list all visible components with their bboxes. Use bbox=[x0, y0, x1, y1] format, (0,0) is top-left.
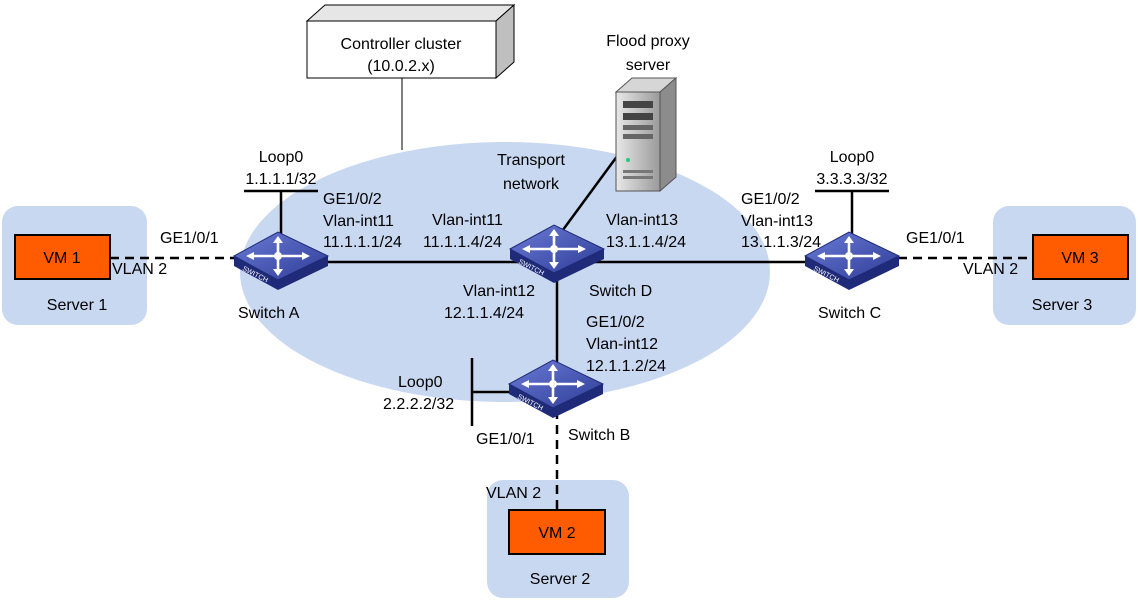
switch-c-uplink-ip: 13.1.1.3/24 bbox=[741, 234, 821, 251]
vm2-box bbox=[508, 509, 606, 555]
switch-d-to-b-ip: 12.1.1.4/24 bbox=[444, 305, 524, 322]
switch-a-loop-ip: 1.1.1.1/32 bbox=[245, 171, 316, 188]
switch-d-to-b-vlanint: Vlan-int12 bbox=[463, 283, 535, 300]
switch-d-to-a-vlanint: Vlan-int11 bbox=[432, 212, 503, 229]
switch-a-uplink-ip: 11.1.1.1/24 bbox=[323, 234, 402, 251]
controller-title: Controller cluster bbox=[341, 36, 463, 53]
switch-d-to-a-ip: 11.1.1.4/24 bbox=[423, 234, 502, 251]
switch-c-access-port: GE1/0/1 bbox=[906, 230, 965, 247]
switch-c-uplink-port: GE1/0/2 bbox=[741, 191, 800, 208]
server3-name: Server 3 bbox=[1032, 297, 1093, 314]
transport-subtitle: network bbox=[503, 176, 560, 193]
vm3-label: VM 3 bbox=[1061, 250, 1098, 267]
switch-a-uplink-port: GE1/0/2 bbox=[323, 191, 382, 208]
server2-name: Server 2 bbox=[530, 571, 591, 588]
switch-b-loop-ip: 2.2.2.2/32 bbox=[383, 396, 454, 413]
switch-d-to-c-ip: 13.1.1.4/24 bbox=[606, 234, 686, 251]
switch-a-access-vlan: VLAN 2 bbox=[112, 261, 167, 278]
flood-proxy-title: Flood proxy bbox=[606, 33, 690, 50]
switch-b-access-port: GE1/0/1 bbox=[476, 431, 535, 448]
transport-network-ellipse bbox=[240, 142, 770, 402]
switch-b-name: Switch B bbox=[568, 427, 630, 444]
switch-c-loop-ip: 3.3.3.3/32 bbox=[816, 171, 887, 188]
vm2-label: VM 2 bbox=[538, 525, 575, 542]
switch-c-access-vlan: VLAN 2 bbox=[963, 261, 1018, 278]
switch-b-uplink-ip: 12.1.1.2/24 bbox=[586, 358, 666, 375]
switch-b-loop-label: Loop0 bbox=[398, 374, 443, 391]
switch-c-uplink-vlanint: Vlan-int13 bbox=[741, 213, 813, 230]
switch-b-access-vlan: VLAN 2 bbox=[486, 485, 541, 502]
controller-subnet: (10.0.2.x) bbox=[367, 58, 435, 75]
switch-b-uplink-port: GE1/0/2 bbox=[586, 314, 645, 331]
switch-c-loop-label: Loop0 bbox=[830, 149, 875, 166]
switch-a-name: Switch A bbox=[238, 305, 300, 322]
switch-b-uplink-vlanint: Vlan-int12 bbox=[586, 336, 658, 353]
flood-proxy-server-icon bbox=[614, 76, 678, 193]
vm1-label: VM 1 bbox=[43, 250, 80, 267]
transport-title: Transport bbox=[497, 152, 565, 169]
links bbox=[110, 78, 1033, 510]
switch-a-access-port: GE1/0/1 bbox=[160, 230, 219, 247]
flood-proxy-subtitle: server bbox=[626, 57, 671, 74]
controller-cluster-box bbox=[305, 3, 516, 80]
vm3-box bbox=[1032, 234, 1129, 280]
switch-d-name: Switch D bbox=[589, 283, 652, 300]
link-switchD-floodproxy bbox=[555, 154, 620, 239]
switch-c-name: Switch C bbox=[818, 305, 881, 322]
switch-a-loop-label: Loop0 bbox=[259, 149, 304, 166]
switch-a-uplink-vlanint: Vlan-int11 bbox=[323, 213, 394, 230]
switch-d-to-c-vlanint: Vlan-int13 bbox=[606, 212, 678, 229]
server1-name: Server 1 bbox=[47, 297, 108, 314]
vm1-box bbox=[14, 234, 111, 280]
